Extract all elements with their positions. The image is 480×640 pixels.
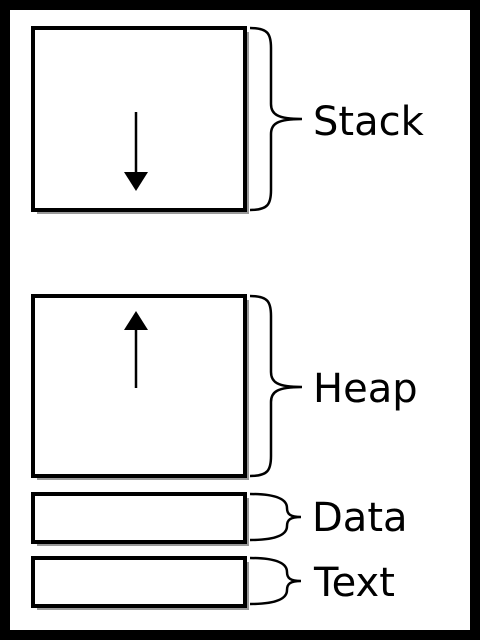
curly-brace [249, 492, 302, 542]
segment-heap: Heap [31, 294, 418, 480]
segment-data: Data [31, 492, 408, 546]
curly-brace [249, 294, 303, 478]
curly-brace [249, 556, 302, 606]
segment-box [31, 556, 247, 608]
segment-label: Heap [313, 366, 418, 412]
segment-box [31, 492, 247, 544]
segment-text: Text [31, 556, 395, 610]
segment-label: Text [313, 560, 395, 606]
segment-stack: Stack [31, 26, 425, 214]
curly-brace [249, 26, 303, 212]
segment-label: Stack [313, 99, 425, 145]
arrow-up-icon [124, 311, 148, 388]
arrow-down-icon [124, 112, 148, 191]
segment-label: Data [312, 495, 408, 541]
